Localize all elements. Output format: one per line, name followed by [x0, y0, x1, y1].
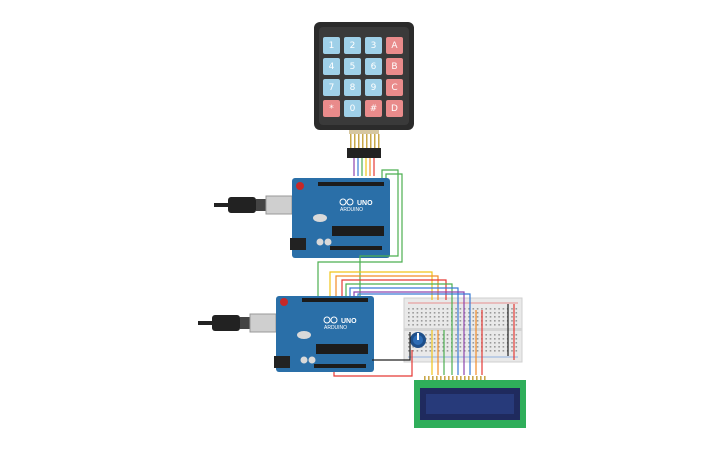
keypad-key-label: 5: [350, 62, 356, 72]
arduino-top[interactable]: UNO ARDUINO: [214, 178, 390, 258]
keypad-key[interactable]: 4: [323, 58, 340, 75]
arduino-bottom-logo: UNO ARDUINO: [323, 316, 357, 331]
keypad-key[interactable]: 6: [365, 58, 382, 75]
keypad-key-label: 8: [350, 83, 356, 93]
keypad-key-label: 4: [329, 62, 335, 72]
arduino-top-logo: UNO ARDUINO: [339, 198, 373, 213]
keypad-key-label: *: [329, 104, 334, 114]
keypad-key-label: A: [391, 41, 398, 51]
arduino-bottom-brand: ARDUINO: [324, 325, 347, 331]
keypad-key-label: B: [391, 62, 397, 72]
keypad-key[interactable]: #: [365, 100, 382, 117]
keypad-key-label: 7: [329, 83, 335, 93]
keypad-key[interactable]: 7: [323, 79, 340, 96]
wires: [317, 158, 515, 377]
keypad-key-label: C: [391, 83, 397, 93]
usb-cable-bottom: [198, 313, 277, 333]
keypad-key-label: #: [370, 104, 378, 114]
keypad-key-label: D: [391, 104, 398, 114]
arduino-top-model: UNO: [357, 200, 373, 207]
keypad-key-label: 9: [371, 83, 377, 93]
keypad-key-label: 6: [371, 62, 377, 72]
keypad-key[interactable]: 5: [344, 58, 361, 75]
keypad-connector: [347, 130, 381, 158]
keypad-key[interactable]: D: [386, 100, 403, 117]
keypad-key-label: 3: [371, 41, 377, 51]
arduino-top-brand: ARDUINO: [340, 207, 363, 213]
keypad-key[interactable]: A: [386, 37, 403, 54]
keypad-key-grid: 1 2 3 A 4 5 6 B 7 8 9 C * 0 # D: [323, 37, 403, 117]
usb-cable-top: [214, 195, 293, 215]
keypad-key[interactable]: C: [386, 79, 403, 96]
keypad-key[interactable]: 1: [323, 37, 340, 54]
keypad-key[interactable]: B: [386, 58, 403, 75]
breadboard[interactable]: [403, 297, 523, 363]
keypad-key[interactable]: 8: [344, 79, 361, 96]
arduino-bottom-model: UNO: [341, 318, 357, 325]
keypad-key[interactable]: 2: [344, 37, 361, 54]
keypad[interactable]: 1 2 3 A 4 5 6 B 7 8 9 C * 0 # D: [314, 22, 414, 130]
keypad-key[interactable]: 9: [365, 79, 382, 96]
arduino-bottom[interactable]: UNO ARDUINO: [198, 296, 374, 372]
keypad-key[interactable]: 3: [365, 37, 382, 54]
keypad-key[interactable]: *: [323, 100, 340, 117]
keypad-key[interactable]: 0: [344, 100, 361, 117]
potentiometer[interactable]: [410, 332, 426, 348]
keypad-key-label: 1: [329, 41, 335, 51]
keypad-key-label: 0: [350, 104, 356, 114]
keypad-key-label: 2: [350, 41, 356, 51]
lcd-display[interactable]: [414, 376, 526, 428]
